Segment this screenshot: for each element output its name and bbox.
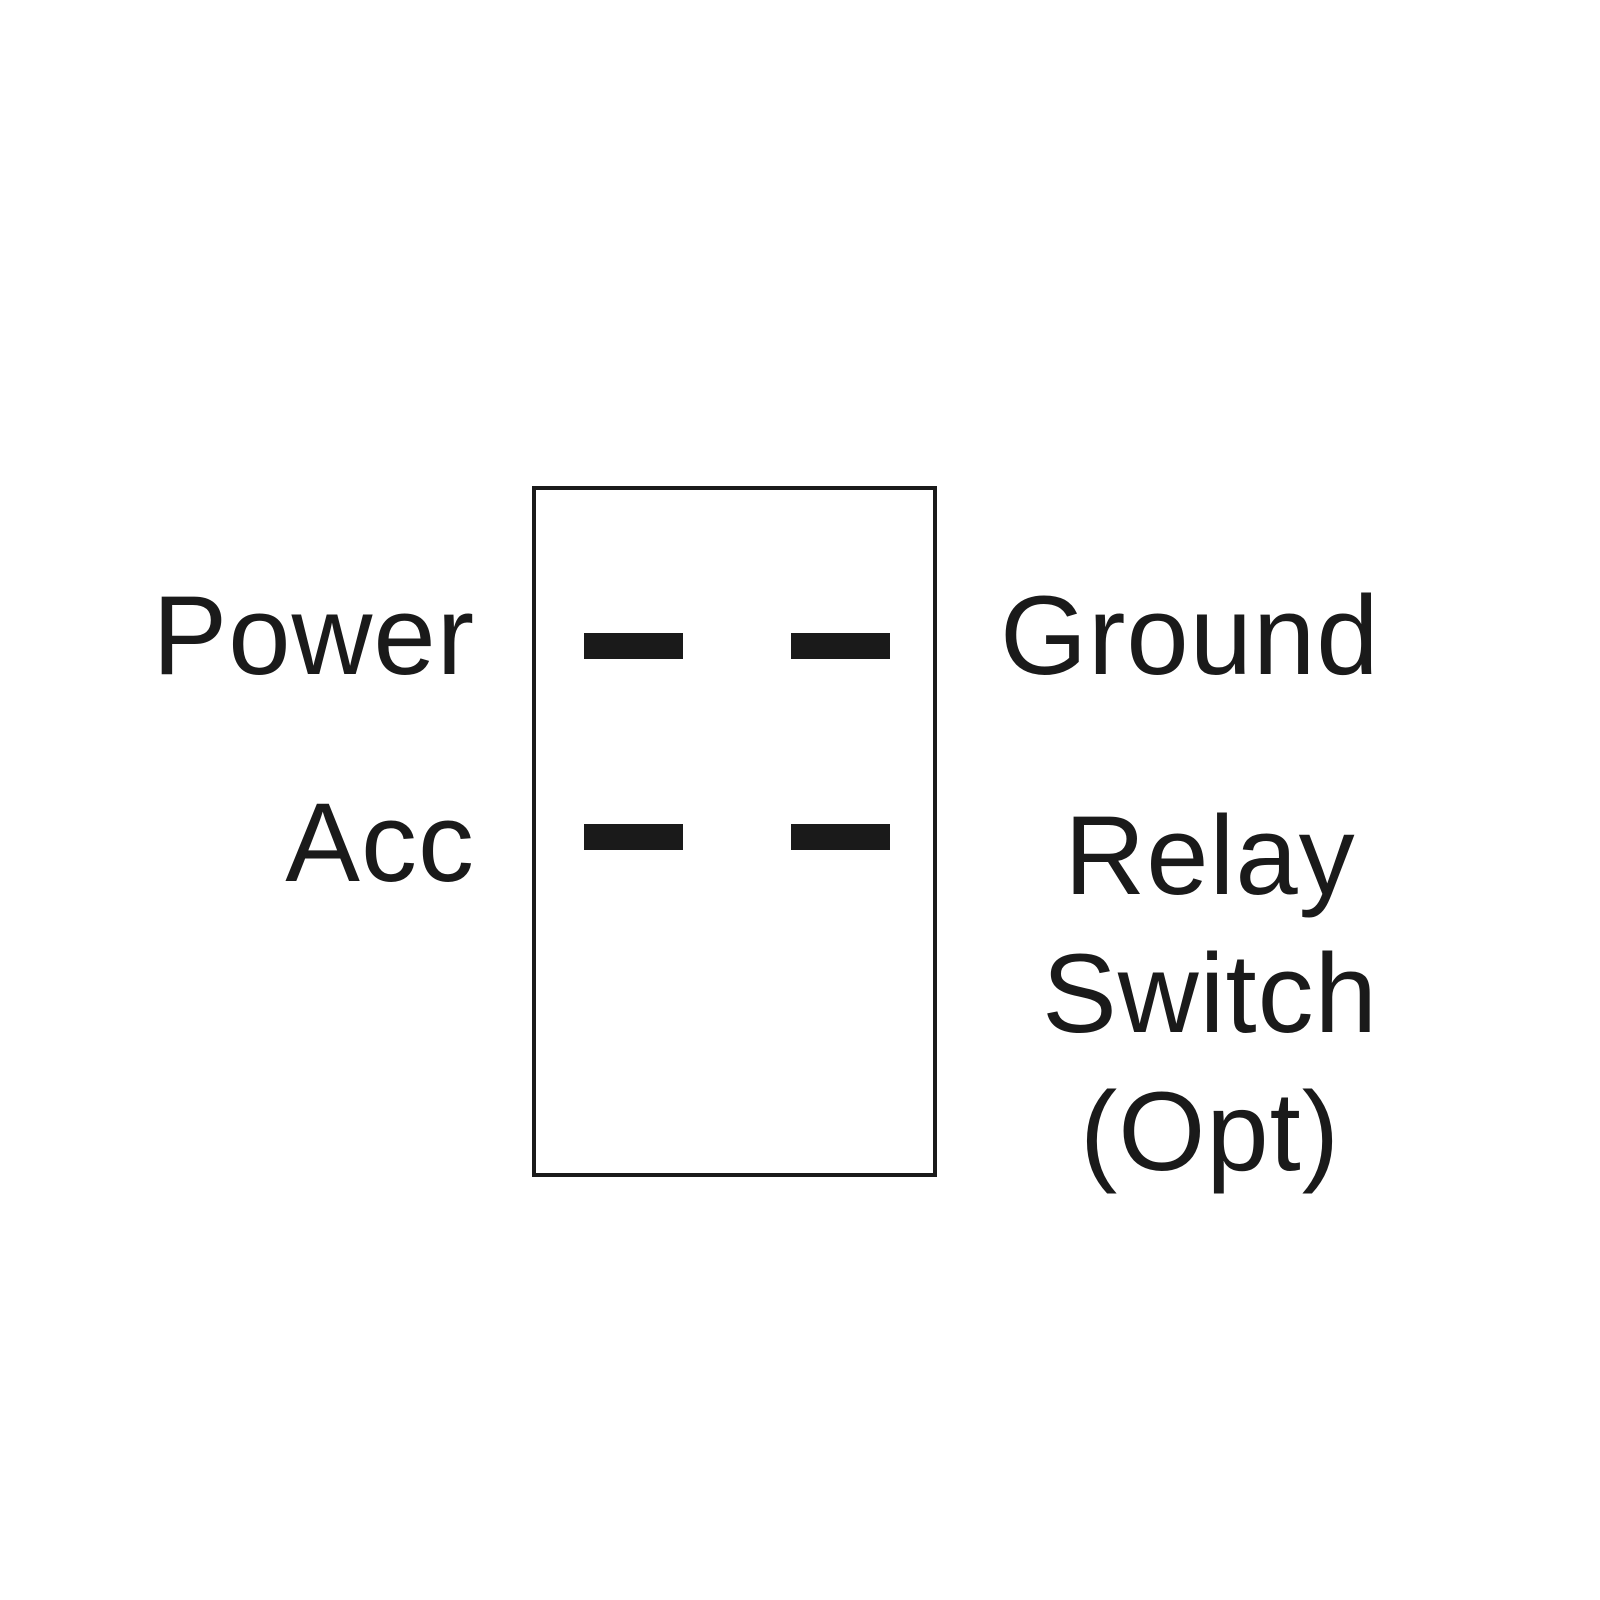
terminal-power <box>584 633 683 659</box>
terminal-ground <box>791 633 890 659</box>
terminal-acc <box>584 824 683 850</box>
label-relay-switch-opt: Relay Switch (Opt) <box>990 787 1430 1201</box>
label-acc: Acc <box>285 780 475 905</box>
label-power: Power <box>152 573 475 698</box>
terminal-relay-switch <box>791 824 890 850</box>
label-ground: Ground <box>1000 573 1380 698</box>
label-relay-line-2: Switch <box>1042 931 1378 1056</box>
label-relay-line-1: Relay <box>1064 793 1356 918</box>
label-relay-line-3: (Opt) <box>1079 1069 1341 1194</box>
